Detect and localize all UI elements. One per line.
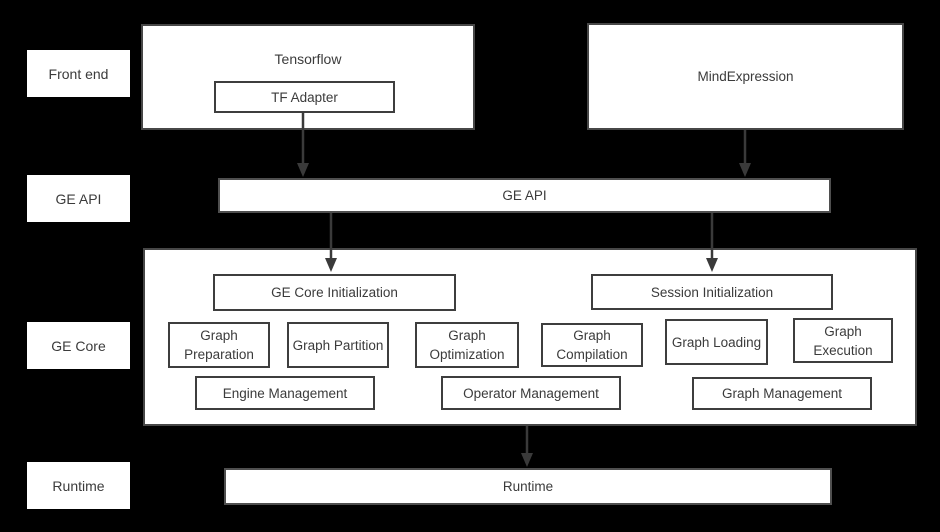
graph-preparation-box: Graph Preparation — [168, 322, 270, 368]
tf-adapter-box: TF Adapter — [214, 81, 395, 113]
operator-management-box: Operator Management — [441, 376, 621, 410]
ge-api-bar: GE API — [218, 178, 831, 213]
graph-optimization-label: Graph Optimization — [429, 328, 505, 362]
row-label-front-end: Front end — [27, 50, 130, 97]
graph-partition-label: Graph Partition — [292, 337, 384, 353]
graph-preparation-label: Graph Preparation — [184, 328, 254, 362]
ge-api-label: GE API — [502, 188, 547, 203]
runtime-label: Runtime — [502, 479, 554, 494]
tensorflow-label: Tensorflow — [274, 51, 342, 67]
tensorflow-box: Tensorflow TF Adapter — [141, 24, 475, 130]
ge-core-initialization-label: GE Core Initialization — [271, 285, 398, 300]
engine-management-label: Engine Management — [222, 385, 348, 401]
arrow-ge-core-to-runtime — [521, 426, 533, 467]
session-initialization-box: Session Initialization — [591, 274, 833, 310]
row-label-text: Runtime — [52, 477, 105, 494]
ge-core-box: GE Core Initialization Session Initializ… — [143, 248, 917, 426]
graph-partition-box: Graph Partition — [287, 322, 389, 368]
graph-execution-label: Graph Execution — [813, 323, 873, 358]
row-label-text: GE API — [55, 190, 102, 207]
row-label-text: GE Core — [51, 337, 106, 354]
graph-optimization-box: Graph Optimization — [415, 322, 519, 368]
graph-management-box: Graph Management — [692, 377, 872, 410]
arrow-mindexpression-to-ge-api — [739, 130, 751, 177]
tf-adapter-label: TF Adapter — [271, 89, 338, 105]
mindexpression-box: MindExpression — [587, 23, 904, 130]
row-label-text: Front end — [48, 65, 109, 82]
session-initialization-label: Session Initialization — [650, 284, 774, 300]
graph-management-label: Graph Management — [721, 386, 843, 401]
mindexpression-label: MindExpression — [697, 69, 794, 84]
row-label-ge-api: GE API — [27, 175, 130, 222]
graph-loading-box: Graph Loading — [665, 319, 768, 365]
graph-compilation-box: Graph Compilation — [541, 323, 643, 367]
graph-execution-box: Graph Execution — [793, 318, 893, 363]
engine-management-box: Engine Management — [195, 376, 375, 410]
row-label-runtime: Runtime — [27, 462, 130, 509]
graph-loading-label: Graph Loading — [671, 334, 762, 350]
row-label-ge-core: GE Core — [27, 322, 130, 369]
graph-compilation-label: Graph Compilation — [556, 328, 628, 362]
runtime-bar: Runtime — [224, 468, 832, 505]
ge-core-initialization-box: GE Core Initialization — [213, 274, 456, 311]
operator-management-label: Operator Management — [463, 385, 599, 401]
